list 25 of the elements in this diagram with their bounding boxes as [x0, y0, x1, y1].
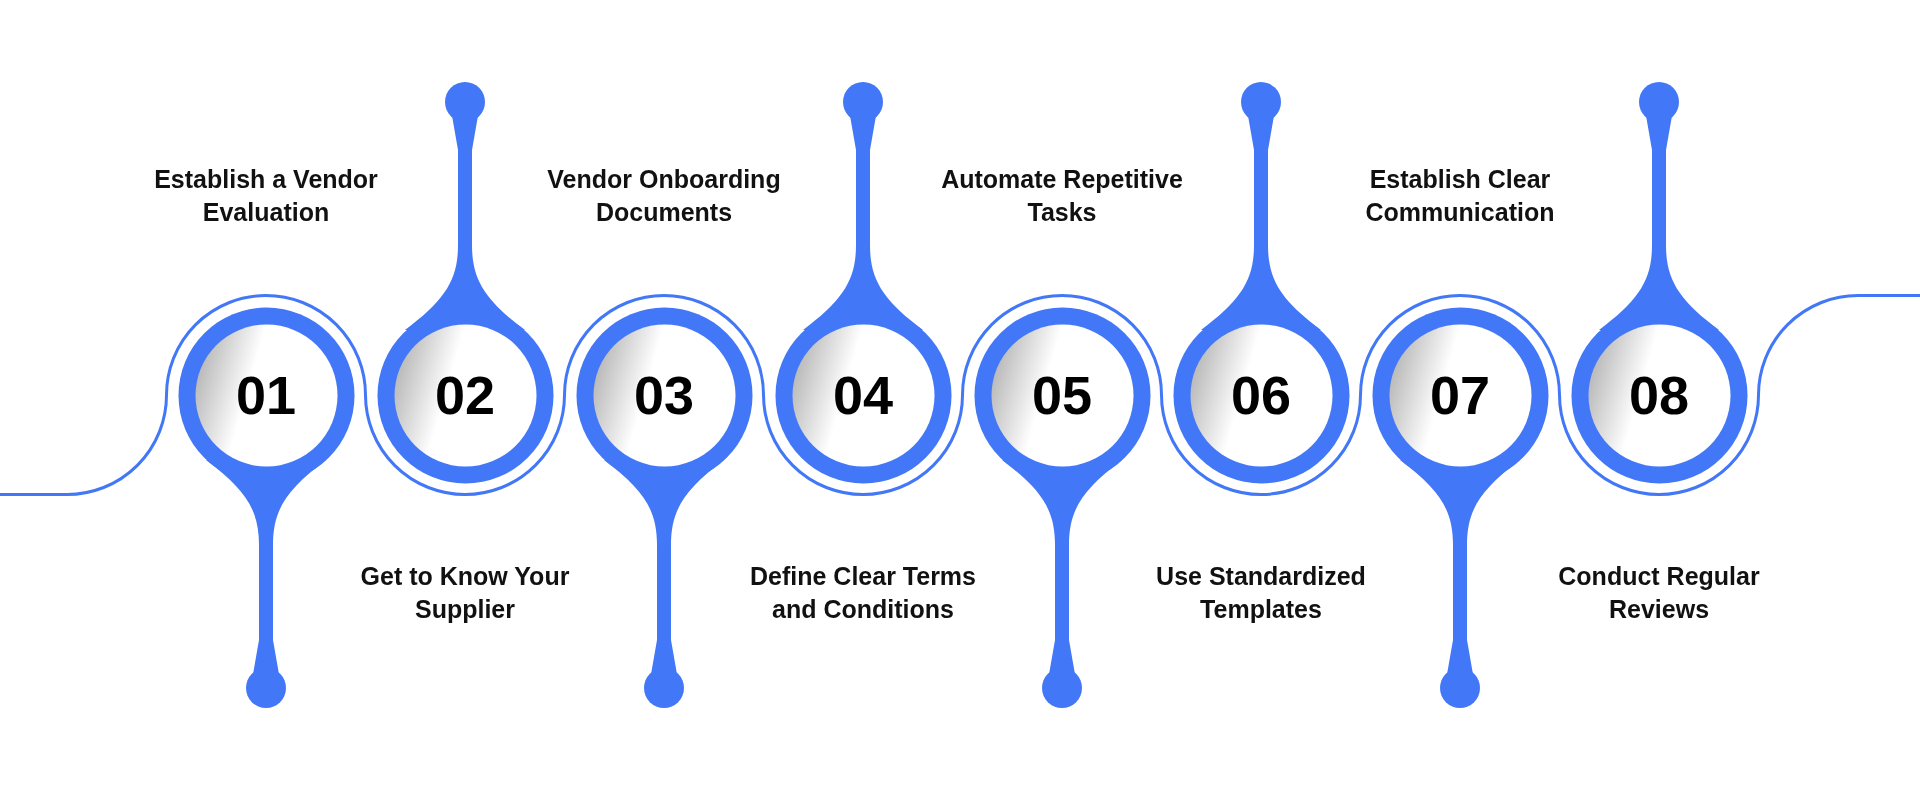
step-number: 06: [1230, 364, 1292, 426]
connector-line: [0, 294, 267, 496]
connector-line: [862, 294, 1063, 496]
connector-line: [1459, 294, 1660, 496]
connector-line: [464, 294, 665, 496]
step-label: Establish a Vendor Evaluation: [153, 164, 379, 228]
step-label: Conduct Regular Reviews: [1557, 561, 1761, 625]
connector-line: [265, 294, 466, 496]
connector-line: [1061, 294, 1262, 496]
step-number: 07: [1429, 364, 1491, 426]
step-label: Establish Clear Communication: [1364, 164, 1556, 228]
step-number: 01: [235, 364, 297, 426]
step-label: Get to Know Your Supplier: [359, 561, 571, 625]
step-number: 03: [633, 364, 695, 426]
step-number: 08: [1628, 364, 1690, 426]
step-number: 02: [434, 364, 496, 426]
step-label: Automate Repetitive Tasks: [940, 164, 1184, 228]
step-number: 05: [1031, 364, 1093, 426]
step-label: Define Clear Terms and Conditions: [749, 561, 977, 625]
step-label: Use Standardized Templates: [1155, 561, 1367, 625]
step-number: 04: [832, 364, 894, 426]
connector-line: [1658, 294, 1920, 496]
step-label: Vendor Onboarding Documents: [546, 164, 782, 228]
connector-line: [1260, 294, 1461, 496]
connector-line: [663, 294, 864, 496]
